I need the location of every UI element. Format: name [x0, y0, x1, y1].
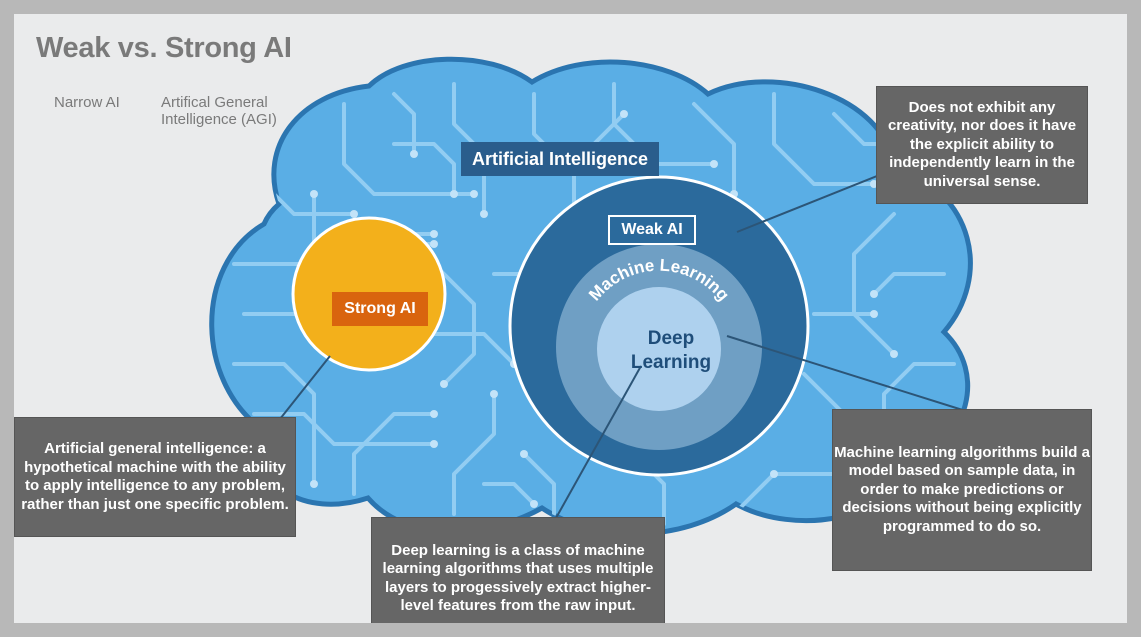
page-title: Weak vs. Strong AI: [36, 32, 292, 64]
machine-learning-description: Machine learning algorithms build a mode…: [834, 443, 1090, 535]
agi-caption: Artifical General Intelligence (AGI): [161, 94, 277, 128]
diagram-frame: Machine Learning Weak vs. Strong AI Narr…: [14, 14, 1127, 623]
weak-ai-label: Weak AI: [608, 215, 696, 245]
deep-learning-description: Deep learning is a class of machine lear…: [382, 541, 654, 615]
strong-ai-description-box: Artificial general intelligence: a hypot…: [14, 417, 296, 537]
connector-weak-ai: [736, 165, 903, 233]
strong-ai-description: Artificial general intelligence: a hypot…: [21, 440, 289, 513]
weak-ai-description: Does not exhibit any creativity, nor doe…: [887, 98, 1077, 190]
deep-learning-label: Deep Learning: [630, 328, 712, 373]
deep-learning-circle: [597, 287, 721, 411]
connector-machine-learning: [726, 335, 970, 413]
deep-learning-description-box: Deep learning is a class of machine lear…: [371, 517, 665, 623]
strong-ai-label: Strong AI: [332, 292, 428, 326]
diagram-graphic: Machine Learning: [209, 56, 973, 553]
artificial-intelligence-label: Artificial Intelligence: [461, 142, 659, 176]
weak-ai-description-box: Does not exhibit any creativity, nor doe…: [876, 86, 1088, 204]
machine-learning-description-box: Machine learning algorithms build a mode…: [832, 409, 1092, 571]
narrow-ai-caption: Narrow AI: [54, 94, 120, 111]
